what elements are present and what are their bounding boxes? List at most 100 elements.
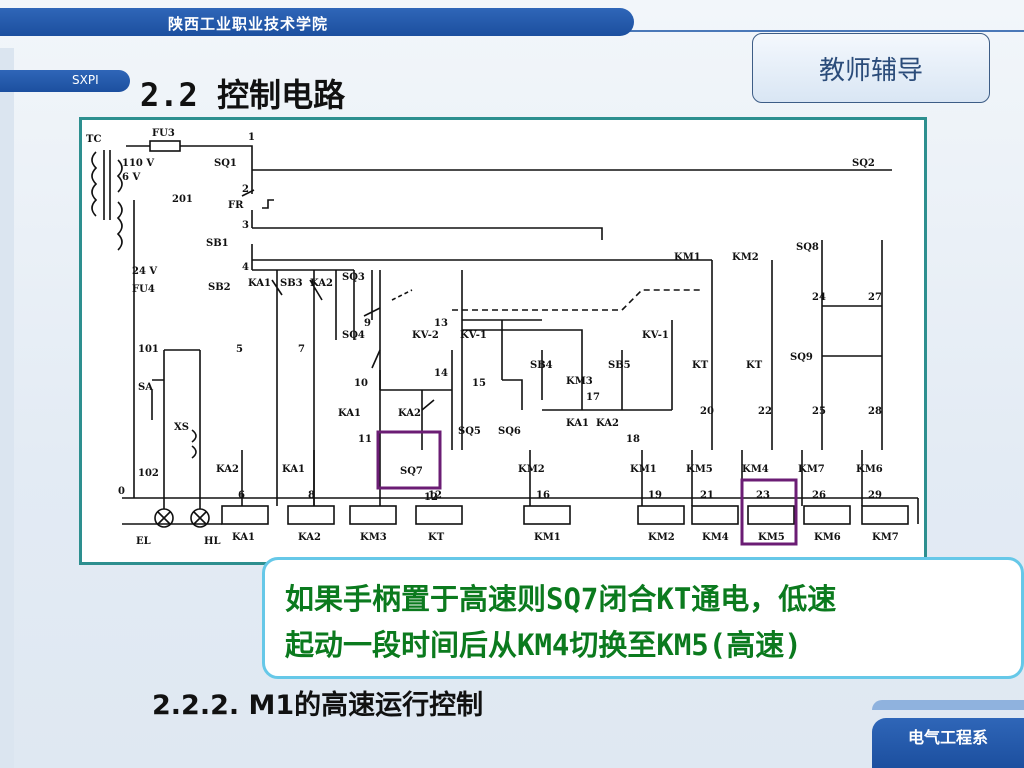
label-node-18: 18 — [626, 434, 640, 445]
label-node-2: 2 — [242, 184, 249, 195]
contact-km6: KM6 — [856, 464, 883, 475]
label-node-1: 1 — [248, 132, 255, 143]
coil-ka1: KA1 — [232, 532, 255, 543]
label-xs: XS — [174, 422, 189, 433]
node-12-bottom: 12 — [428, 490, 442, 501]
sq7-highlight-box — [376, 430, 442, 490]
label-node-17: 17 — [586, 392, 600, 403]
label-node-5: 5 — [236, 344, 243, 355]
department-band — [872, 718, 1024, 768]
contact-km1: KM1 — [630, 464, 657, 475]
left-decor-strip — [0, 48, 14, 768]
label-sq6: SQ6 — [498, 426, 521, 437]
label-kv1-a: KV-1 — [460, 330, 487, 341]
label-sq5: SQ5 — [458, 426, 481, 437]
label-sb3: SB3 — [280, 278, 303, 289]
teacher-guide-button[interactable]: 教师辅导 — [752, 33, 990, 103]
label-tc: TC — [86, 134, 101, 145]
label-fu4: FU4 — [132, 284, 155, 295]
coil-km6: KM6 — [814, 532, 841, 543]
department-stripe — [872, 700, 1024, 710]
explanation-callout: 如果手柄置于高速则SQ7闭合KT通电，低速 起动一段时间后从KM4切换至KM5(… — [262, 557, 1024, 679]
label-ka1: KA1 — [248, 278, 271, 289]
contact-km4: KM4 — [742, 464, 769, 475]
label-sq4: SQ4 — [342, 330, 365, 341]
contact-ka2: KA2 — [216, 464, 239, 475]
school-abbr: SXPI — [72, 73, 99, 87]
label-kt-2: KT — [746, 360, 763, 371]
coil-km1: KM1 — [534, 532, 561, 543]
label-node-7: 7 — [298, 344, 305, 355]
label-201: 201 — [172, 194, 193, 205]
label-km1-top: KM1 — [674, 252, 701, 263]
label-node-22: 22 — [758, 406, 772, 417]
label-node-24: 24 — [812, 292, 826, 303]
label-6v: 6 V — [122, 172, 140, 183]
label-node-3: 3 — [242, 220, 249, 231]
school-abbr-banner: SXPI — [0, 70, 130, 92]
label-sb1: SB1 — [206, 238, 229, 249]
school-name: 陕西工业职业技术学院 — [168, 15, 329, 33]
node-29: 29 — [868, 490, 882, 501]
department-banner: 电气工程系 — [872, 700, 1024, 768]
node-26: 26 — [812, 490, 826, 501]
node-23: 23 — [756, 490, 770, 501]
label-node-11: 11 — [358, 434, 372, 445]
label-sq3: SQ3 — [342, 272, 365, 283]
label-fu3: FU3 — [152, 128, 175, 139]
label-sq9: SQ9 — [790, 352, 813, 363]
label-node-27: 27 — [868, 292, 882, 303]
label-kv2: KV-2 — [412, 330, 439, 341]
contact-km2: KM2 — [518, 464, 545, 475]
coil-km4: KM4 — [702, 532, 729, 543]
node-8: 8 — [308, 490, 315, 501]
label-km2-top: KM2 — [732, 252, 759, 263]
coil-km3: KM3 — [360, 532, 387, 543]
page-title: 2.2 控制电路 — [140, 76, 346, 114]
label-node-13: 13 — [434, 318, 448, 329]
contact-km5: KM5 — [686, 464, 713, 475]
label-kv1-b: KV-1 — [642, 330, 669, 341]
control-circuit-diagram: TC FU3 1 SQ1 2 FR 3 SB1 4 SB2 KA1 SB3 KA… — [79, 117, 927, 565]
label-24v: 24 V — [132, 266, 157, 277]
section-subheading: 2.2.2. M1的高速运行控制 — [152, 690, 484, 721]
label-0: 0 — [118, 486, 125, 497]
label-node-20: 20 — [700, 406, 714, 417]
node-19: 19 — [648, 490, 662, 501]
label-el: EL — [136, 536, 151, 547]
node-6: 6 — [238, 490, 245, 501]
label-sb2: SB2 — [208, 282, 231, 293]
node-21: 21 — [700, 490, 714, 501]
coil-km2: KM2 — [648, 532, 675, 543]
circuit-schematic: TC FU3 1 SQ1 2 FR 3 SB1 4 SB2 KA1 SB3 KA… — [86, 128, 919, 547]
coil-km5: KM5 — [758, 532, 785, 543]
label-sb4: SB4 — [530, 360, 553, 371]
label-sq7: SQ7 — [400, 466, 423, 477]
department-name: 电气工程系 — [908, 728, 989, 747]
node-16: 16 — [536, 490, 550, 501]
label-ka2-contact: KA2 — [398, 408, 421, 419]
label-sq8: SQ8 — [796, 242, 819, 253]
label-110v: 110 V — [122, 158, 154, 169]
label-102: 102 — [138, 468, 159, 479]
coil-ka2: KA2 — [298, 532, 321, 543]
label-node-28: 28 — [868, 406, 882, 417]
coil-kt: KT — [428, 532, 445, 543]
contact-ka1: KA1 — [282, 464, 305, 475]
school-name-banner: 陕西工业职业技术学院 — [0, 8, 634, 36]
coil-km7: KM7 — [872, 532, 899, 543]
label-fr: FR — [228, 200, 244, 211]
label-node-12: 12 — [424, 492, 438, 503]
label-node-9: 9 — [364, 318, 371, 329]
km5-highlight-box — [740, 478, 798, 546]
label-ka1-contact: KA1 — [338, 408, 361, 419]
label-sq2: SQ2 — [852, 158, 875, 169]
label-ka1-vertical: KA1 — [566, 418, 589, 429]
label-sq1: SQ1 — [214, 158, 237, 169]
label-node-25: 25 — [812, 406, 826, 417]
label-kt-1: KT — [692, 360, 709, 371]
label-ka2: KA2 — [310, 278, 333, 289]
label-km3-contact: KM3 — [566, 376, 593, 387]
label-sb5: SB5 — [608, 360, 631, 371]
label-node-10: 10 — [354, 378, 368, 389]
